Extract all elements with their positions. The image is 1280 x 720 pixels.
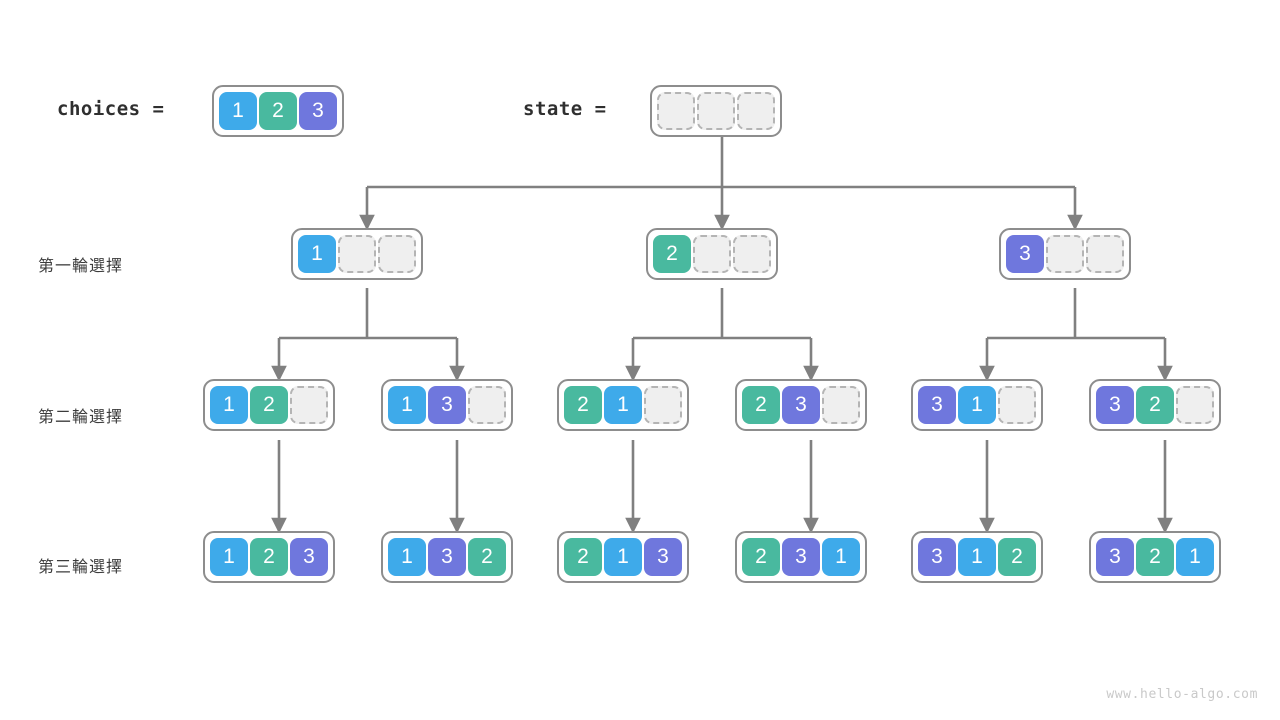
array-cell-value: 3 [782,538,820,576]
array-cell-empty [657,92,695,130]
array-cell-value: 1 [958,386,996,424]
array-cell-empty [737,92,775,130]
array-cell-empty [378,235,416,273]
array-cell-value: 3 [644,538,682,576]
array-cell-empty [697,92,735,130]
array-cell-value: 2 [653,235,691,273]
array-cell-empty [998,386,1036,424]
array-cell-value: 3 [1006,235,1044,273]
array-cell-value: 3 [782,386,820,424]
array-cell-value: 2 [742,538,780,576]
array-cell-empty [1046,235,1084,273]
array-cell-value: 1 [219,92,257,130]
array-cell-value: 1 [388,386,426,424]
row-label-round-3: 第三輪選擇 [38,559,124,576]
array-cell-value: 2 [564,386,602,424]
array-cell-value: 3 [290,538,328,576]
tree-node-round-1-1: 1 [291,228,423,280]
array-cell-value: 1 [210,538,248,576]
array-cell-empty [290,386,328,424]
array-cell-value: 1 [958,538,996,576]
array-cell-empty [1176,386,1214,424]
state-array [650,85,782,137]
array-cell-value: 2 [1136,386,1174,424]
array-cell-value: 2 [259,92,297,130]
array-cell-empty [733,235,771,273]
array-cell-empty [338,235,376,273]
array-cell-value: 1 [210,386,248,424]
state-label: state = [523,98,607,120]
array-cell-empty [468,386,506,424]
array-cell-empty [1086,235,1124,273]
tree-node-round-1-3: 3 [999,228,1131,280]
array-cell-empty [822,386,860,424]
tree-node-round-1-2: 2 [646,228,778,280]
array-cell-value: 1 [388,538,426,576]
row-label-round-1: 第一輪選擇 [38,258,124,275]
array-cell-value: 1 [604,538,642,576]
array-cell-value: 3 [918,386,956,424]
array-cell-empty [693,235,731,273]
array-cell-value: 3 [428,386,466,424]
array-cell-value: 1 [604,386,642,424]
array-cell-value: 3 [428,538,466,576]
watermark: www.hello-algo.com [1106,687,1258,702]
array-cell-empty [644,386,682,424]
choices-label: choices = [57,98,165,120]
row-label-round-2: 第二輪選擇 [38,409,124,426]
array-cell-value: 2 [742,386,780,424]
array-cell-value: 3 [1096,386,1134,424]
array-cell-value: 2 [998,538,1036,576]
array-cell-value: 1 [1176,538,1214,576]
array-cell-value: 1 [298,235,336,273]
array-cell-value: 2 [468,538,506,576]
array-cell-value: 2 [1136,538,1174,576]
array-cell-value: 3 [1096,538,1134,576]
array-cell-value: 3 [299,92,337,130]
array-cell-value: 2 [250,386,288,424]
array-cell-value: 3 [918,538,956,576]
array-cell-value: 2 [564,538,602,576]
array-cell-value: 2 [250,538,288,576]
array-cell-value: 1 [822,538,860,576]
